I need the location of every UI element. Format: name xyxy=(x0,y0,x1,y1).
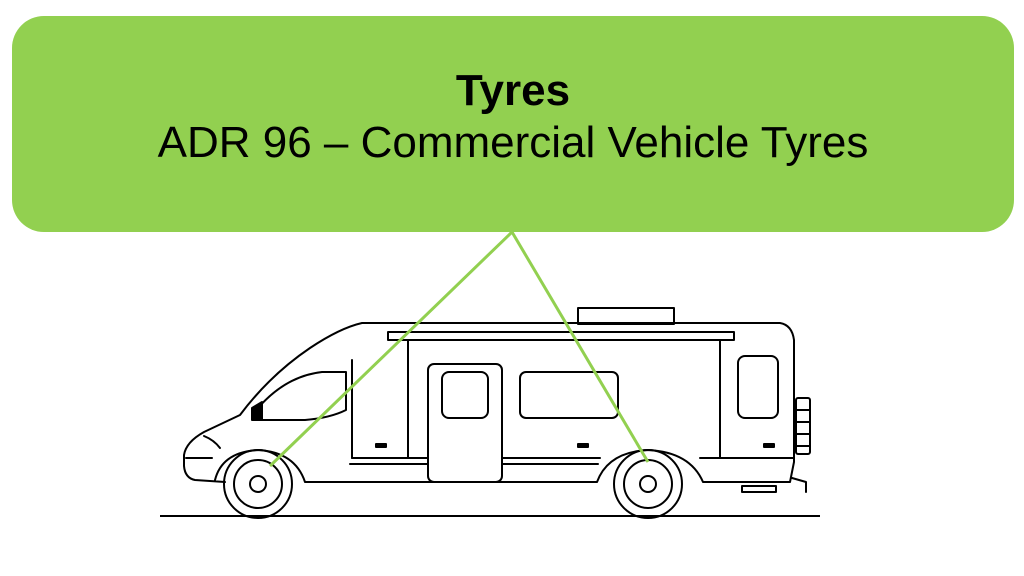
side-door xyxy=(427,363,503,483)
van-body xyxy=(183,322,795,483)
rear-carrier xyxy=(795,397,811,455)
connector-line-front-tyre xyxy=(268,230,514,468)
door-window xyxy=(441,371,489,419)
connector-line-rear-tyre xyxy=(510,231,650,463)
rear-window xyxy=(737,355,779,419)
roof-hatch xyxy=(577,307,675,325)
front-wheel xyxy=(223,449,293,519)
side-window xyxy=(519,371,619,419)
awning xyxy=(387,331,735,341)
callout-box: Tyres ADR 96 – Commercial Vehicle Tyres xyxy=(12,16,1014,232)
callout-title: Tyres xyxy=(455,66,571,116)
callout-subtitle: ADR 96 – Commercial Vehicle Tyres xyxy=(157,118,869,168)
campervan-side-icon xyxy=(183,307,811,519)
